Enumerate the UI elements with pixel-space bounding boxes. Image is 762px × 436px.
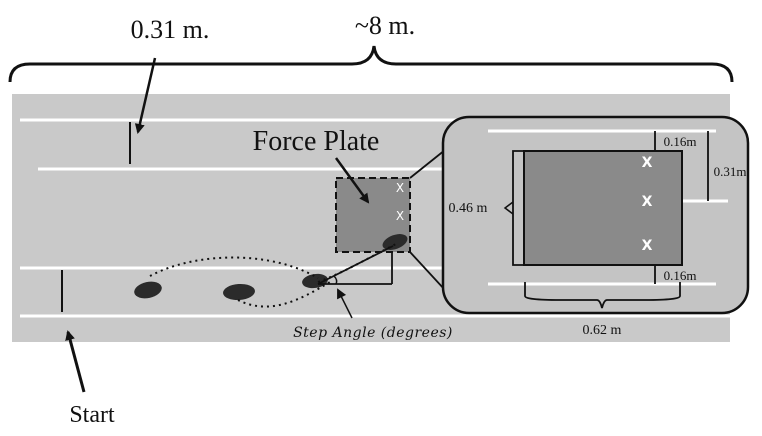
zoom-line — [409, 251, 446, 291]
inset-force-plate — [523, 150, 683, 266]
right-offset-label: 0.31m — [714, 164, 747, 179]
gait-path — [149, 256, 319, 279]
plate-width-brace — [524, 282, 681, 309]
plate-width-label: 0.62 m — [583, 323, 622, 338]
top-gap-label: 0.16m — [664, 134, 697, 149]
plate-height-brace-tip — [503, 201, 514, 215]
step-angle-line — [317, 245, 394, 285]
force-plate-label: Force Plate — [253, 126, 380, 157]
step-angle-arc — [333, 275, 338, 285]
length-brace — [8, 45, 734, 83]
step-angle-pointer — [337, 288, 353, 319]
inset-marker: X — [642, 155, 653, 171]
plate-height-label: 0.46 m — [449, 201, 488, 216]
footprint — [134, 281, 162, 299]
step-angle-label: Step Angle (degrees) — [293, 325, 453, 341]
inset-marker: X — [642, 194, 653, 210]
track-length-label: ~8 m. — [355, 11, 415, 40]
force-plate-arrow — [334, 157, 370, 204]
lane-offset-label: 0.31 m. — [131, 15, 210, 44]
bottom-gap-label: 0.16m — [664, 268, 697, 283]
start-label: Start — [69, 402, 115, 428]
footprint — [223, 283, 255, 301]
footprint — [382, 234, 408, 250]
start-arrow — [65, 330, 86, 393]
gait-path — [237, 281, 331, 308]
force-plate-marker: X — [396, 181, 404, 195]
inset-marker: X — [642, 238, 653, 254]
zoom-line — [409, 149, 446, 179]
lane-offset-arrow — [134, 57, 157, 134]
plate-height-bracket — [512, 150, 524, 266]
force-plate-marker: X — [396, 209, 404, 223]
